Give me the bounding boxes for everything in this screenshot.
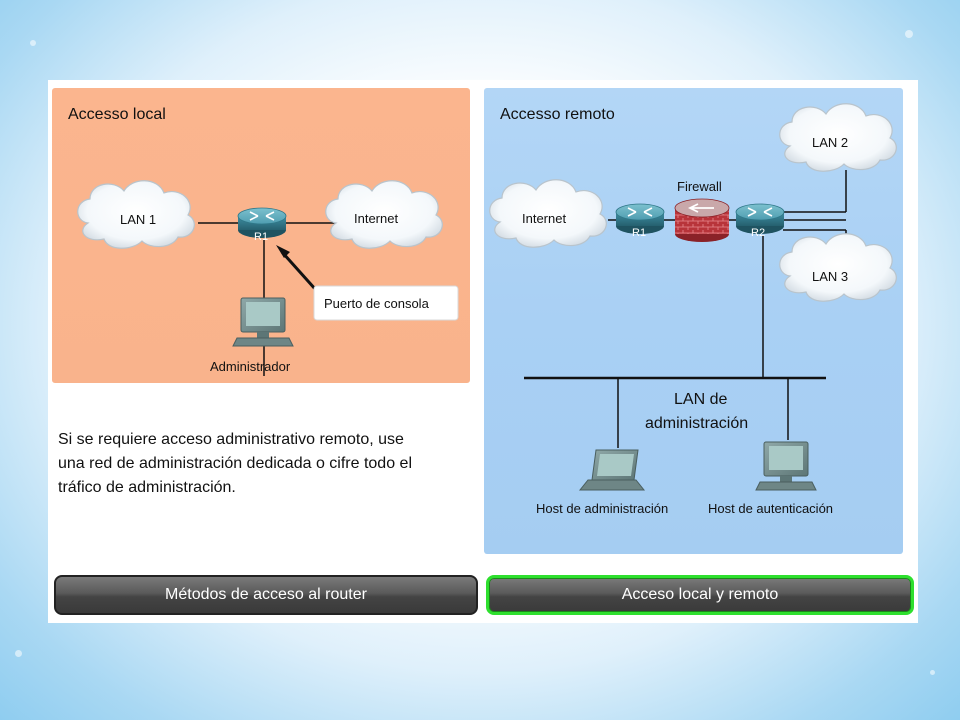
internet-label: Internet [354, 211, 398, 226]
admin-host-laptop-icon [579, 449, 645, 491]
remote-router-r1-label: R1 [632, 227, 646, 239]
console-port-callout [313, 285, 459, 321]
background-sparkle [30, 40, 36, 46]
console-arrow-line [280, 250, 318, 292]
local-access-title: Accesso local [68, 106, 166, 123]
tab-local-remote-access[interactable]: Acceso local y remoto [486, 575, 914, 615]
administrator-pc-icon [232, 297, 294, 347]
background-sparkle [15, 650, 22, 657]
lan3-label: LAN 3 [812, 269, 848, 284]
firewall-label: Firewall [677, 179, 722, 194]
host-admin-label: Host de administración [536, 501, 668, 516]
host-auth-label: Host de autenticación [708, 501, 833, 516]
router-r2-label: R2 [751, 227, 765, 239]
remote-access-title: Accesso remoto [500, 106, 615, 123]
auth-host-pc-icon [755, 441, 817, 491]
slide-content: Accesso local Accesso remoto [48, 80, 918, 623]
remote-access-note: Si se requiere acceso administrativo rem… [58, 428, 478, 500]
tab-router-access-methods[interactable]: Métodos de acceso al router [54, 575, 478, 615]
console-arrow-head [276, 245, 290, 258]
firewall-icon [674, 198, 730, 242]
mgmt-lan-label-line2: administración [645, 415, 748, 432]
lan1-label: LAN 1 [120, 212, 156, 227]
note-line-2: una red de administración dedicada o cif… [58, 455, 412, 472]
administrator-label: Administrador [210, 359, 291, 374]
note-line-1: Si se requiere acceso administrativo rem… [58, 431, 404, 448]
note-line-3: tráfico de administración. [58, 479, 236, 496]
lan3-cloud-icon [779, 233, 897, 302]
mgmt-lan-label-line1: LAN de [674, 391, 727, 408]
lan2-label: LAN 2 [812, 135, 848, 150]
console-port-label: Puerto de consola [324, 296, 430, 311]
router-r1-label: R1 [254, 231, 268, 243]
remote-internet-label: Internet [522, 211, 566, 226]
background-sparkle [930, 670, 935, 675]
background-sparkle [905, 30, 913, 38]
network-diagram: LAN 1 Internet R1 Puerto de consola Admi… [77, 103, 897, 516]
